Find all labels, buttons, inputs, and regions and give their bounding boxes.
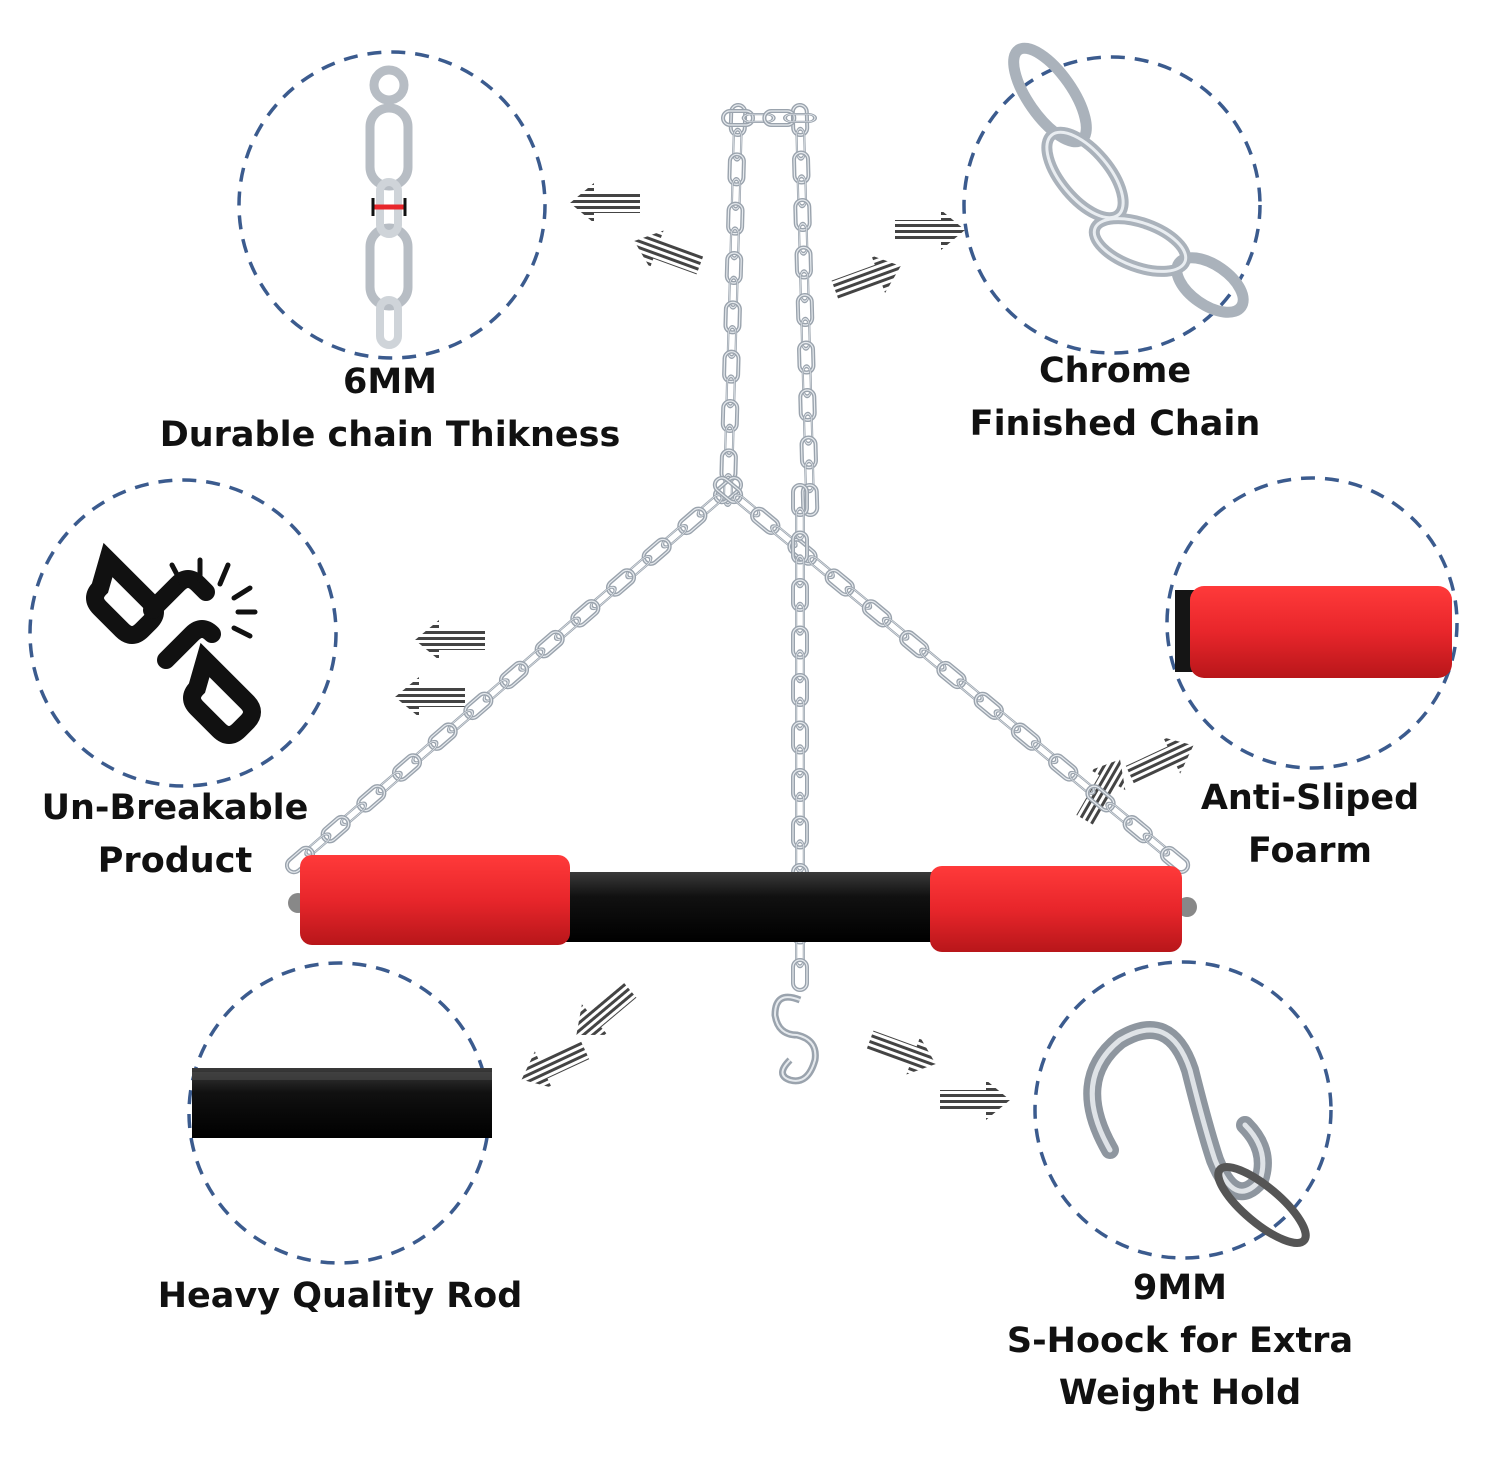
caption-foam: Anti-Sliped Foarm [1180,772,1440,877]
caption-rod: Heavy Quality Rod [130,1270,550,1323]
chain-link [970,688,1007,723]
chain-link [933,658,970,692]
chain-link [1066,768,1098,798]
caption-chain-thickness: 6MM Durable chain Thikness [140,356,640,461]
chain-link [373,768,405,798]
caption-line: Anti-Sliped [1200,778,1420,818]
chain-link [858,596,896,631]
chain-link [658,521,691,551]
chain-link [638,534,675,569]
caption-line: 6MM [342,362,437,402]
chain-link [623,552,655,582]
chain-link [721,109,755,127]
caption-hook: 9MM S-Hoock for Extra Weight Hold [960,1262,1400,1420]
chain-link [1140,830,1173,859]
chain-link [1028,737,1061,767]
caption-line: S-Hoock for Extra [1006,1320,1354,1361]
rod-icon [192,1068,492,1138]
chain-link [496,657,532,693]
chain-link [674,503,711,538]
caption-line: Weight Hold [1058,1373,1302,1413]
caption-line: Foarm [1248,830,1372,871]
chain-link [896,627,933,662]
chain-link [1045,750,1082,785]
chain-link [389,750,425,785]
chain-link [1007,719,1045,754]
chain-link [516,645,548,674]
broken-chain-icon [86,542,261,744]
chain-link [842,583,875,613]
caption-chrome-chain: Chrome Finished Chain [960,345,1270,450]
chain-link [762,109,797,127]
caption-line: Un-Breakable [41,788,309,828]
caption-line: Finished Chain [969,403,1261,444]
chain-link [954,676,986,705]
chain-link [317,812,354,847]
chain-link [587,583,619,613]
chain-link [694,491,726,520]
caption-line: Heavy Quality Rod [157,1276,523,1316]
caption-line: Chrome [1038,351,1192,391]
chain-link [730,491,763,520]
chain-link [991,707,1024,736]
chain-link [603,565,639,600]
product-s-hook [771,993,819,1085]
chrome-chain-icon [1008,42,1249,318]
chain-link [551,614,584,644]
chain-link [424,719,461,754]
caption-unbreakable: Un-Breakable Product [40,782,310,887]
caption-line: 9MM [1132,1268,1227,1308]
chain-link [783,112,817,124]
circle-hook [1033,960,1333,1260]
chain-link [460,688,497,723]
circle-chrome-chain [962,55,1262,355]
chain-link [353,781,390,816]
foam-grip-icon [1175,586,1452,678]
chain-link [917,645,949,674]
chain-link [480,676,512,705]
chain-link [879,614,912,643]
chain-link [531,627,568,662]
product-bar [288,855,1197,952]
s-hook-icon [1083,1021,1310,1247]
chain-link [805,552,837,582]
chain-link [409,737,441,767]
chain-link [444,706,477,736]
chain-link [1103,799,1135,828]
chain-link [567,596,604,631]
chain-link [741,112,776,124]
caption-line: Product [97,840,253,881]
chain-thickness-icon [365,65,413,349]
chain-link [337,799,370,829]
chain-link [747,503,784,538]
chain-link [1119,812,1156,847]
chain-link [821,565,858,600]
caption-line: Durable chain Thikness [159,414,621,455]
